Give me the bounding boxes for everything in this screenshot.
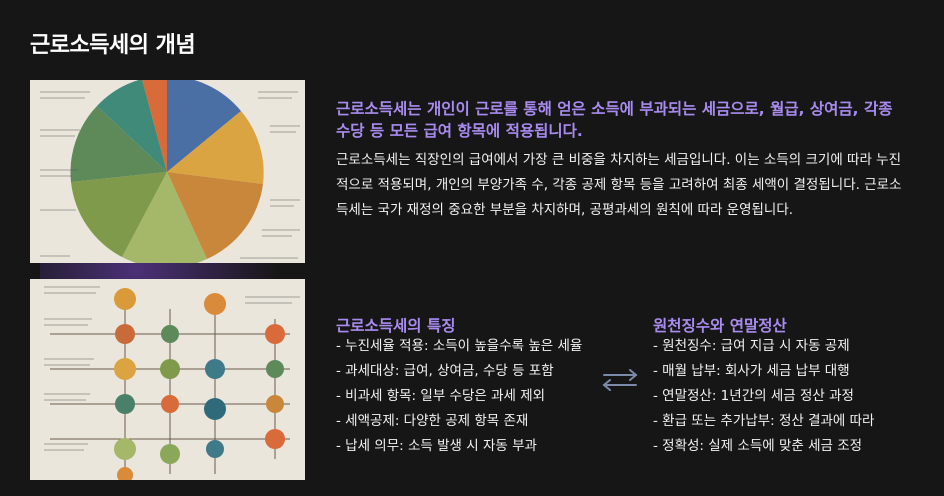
list-item: - 비과세 항목: 일부 수당은 과세 제외 (336, 388, 546, 404)
exchange-arrows-icon (602, 369, 638, 391)
list-item: - 과세대상: 급여, 상여금, 수당 등 포함 (336, 363, 554, 379)
flowchart-drawing (30, 279, 305, 480)
withholding-title: 원천징수와 연말정산 (653, 316, 787, 335)
features-title: 근로소득세의 특징 (336, 316, 456, 335)
list-item: - 환급 또는 추가납부: 정산 결과에 따라 (653, 413, 875, 429)
features-list: - 누진세율 적용: 소득이 높을수록 높은 세율 - 과세대상: 급여, 상여… (336, 334, 586, 459)
withholding-list: - 원천징수: 급여 지급 시 자동 공제 - 매월 납부: 회사가 세금 납부… (653, 334, 933, 459)
list-item: - 누진세율 적용: 소득이 높을수록 높은 세율 (336, 338, 583, 354)
pie-chart-drawing (30, 80, 305, 263)
list-item: - 정확성: 실제 소득에 맞춘 세금 조정 (653, 438, 863, 454)
flowchart-illustration (30, 279, 305, 480)
intro-lead: 근로소득세는 개인이 근로를 통해 얻은 소득에 부과되는 세금으로, 월급, … (336, 99, 893, 140)
list-item: - 연말정산: 1년간의 세금 정산 과정 (653, 388, 854, 404)
intro-body: 근로소득세는 직장인의 급여에서 가장 큰 비중을 차지하는 세금입니다. 이는… (336, 151, 902, 218)
page-title: 근로소득세의 개념 (30, 32, 196, 58)
list-item: - 매월 납부: 회사가 세금 납부 대행 (653, 363, 850, 379)
list-item: - 원천징수: 급여 지급 시 자동 공제 (653, 338, 850, 354)
pie-chart-illustration (30, 80, 305, 263)
list-item: - 세액공제: 다양한 공제 항목 존재 (336, 413, 529, 429)
list-item: - 납세 의무: 소득 발생 시 자동 부과 (336, 438, 537, 454)
